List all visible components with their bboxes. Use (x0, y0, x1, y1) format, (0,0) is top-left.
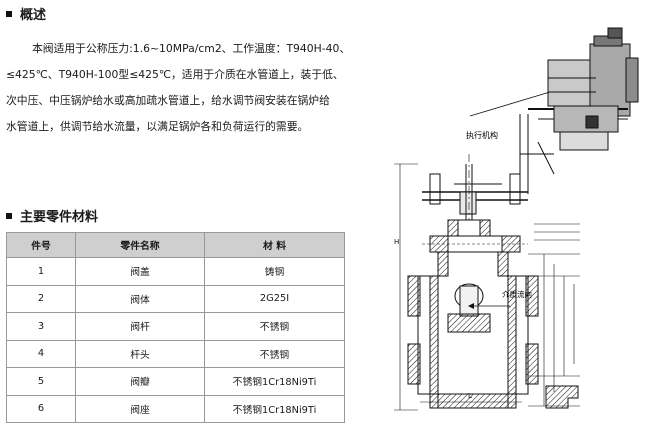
part-name-cell: 阀座 (75, 395, 205, 423)
valve-body (407, 251, 539, 409)
section-heading-overview: 概述 (6, 4, 46, 23)
column-header-part-no: 件号 (6, 232, 76, 258)
actuator-label: 执行机构 (466, 91, 551, 140)
flow-direction-label: 介质流向 (502, 289, 532, 299)
material-cell: 不锈钢 (204, 312, 345, 341)
part-no-cell: 4 (6, 340, 76, 368)
bullet-square-icon (6, 10, 12, 17)
part-name-cell: 阀盖 (75, 257, 205, 286)
part-no-cell: 2 (6, 285, 76, 313)
actuator-label-text: 执行机构 (466, 130, 498, 140)
dimension-lines: H L (394, 163, 580, 411)
flange-detail (534, 223, 580, 409)
part-no-cell: 1 (6, 257, 76, 286)
description-line: ≤425℃、T940H-100型≤425℃，适用于介质在水管道上，装于低、 (6, 68, 344, 81)
actuator-gearbox (589, 43, 631, 117)
dimension-l-label: L (468, 392, 472, 400)
valve-technical-drawing: 执行机构 (394, 27, 639, 411)
part-no-cell: 6 (6, 395, 76, 423)
section-heading-materials: 主要零件材料 (6, 206, 98, 225)
table-row: 5 阀瓣 不锈钢1Cr18Ni9Ti (6, 367, 345, 396)
material-cell: 不锈钢1Cr18Ni9Ti (204, 395, 345, 423)
section-title: 概述 (20, 8, 47, 23)
actuator-motor-body (547, 59, 597, 107)
section-title: 主要零件材料 (20, 210, 99, 225)
table-row: 2 阀体 2G25I (6, 285, 345, 313)
flow-direction: 介质流向 (468, 289, 532, 309)
column-header-material: 材 料 (204, 232, 345, 258)
material-cell: 2G25I (204, 285, 345, 313)
table-row: 4 杆头 不锈钢 (6, 340, 345, 368)
material-cell: 不锈钢1Cr18Ni9Ti (204, 367, 345, 396)
description-paragraph: 本阀适用于公称压力:1.6~10MPa/cm2、工作温度：T940H-40、 ≤… (6, 36, 378, 140)
table-header-row: 件号 零件名称 材 料 (6, 232, 345, 258)
table-row: 3 阀杆 不锈钢 (6, 312, 345, 341)
part-name-cell: 阀杆 (75, 312, 205, 341)
parts-material-table: 件号 零件名称 材 料 1 阀盖 铸钢 2 阀体 2G25I 3 阀杆 不锈钢 … (6, 232, 345, 423)
part-name-cell: 阀体 (75, 285, 205, 313)
valve-bonnet (422, 219, 528, 253)
description-line: 次中压、中压锅炉给水或高加疏水管道上，给水调节阀安装在锅炉给 (6, 94, 330, 107)
part-no-cell: 3 (6, 312, 76, 341)
table-row: 6 阀座 不锈钢1Cr18Ni9Ti (6, 395, 345, 423)
description-line: 水管道上，供调节给水流量，以满足锅炉各和负荷运行的需要。 (6, 120, 309, 133)
description-line: 本阀适用于公称压力:1.6~10MPa/cm2、工作温度：T940H-40、 (32, 42, 351, 55)
part-name-cell: 阀瓣 (75, 367, 205, 396)
actuator (528, 27, 639, 151)
table-row: 1 阀盖 铸钢 (6, 257, 345, 286)
support-bracket (422, 114, 555, 215)
part-name-cell: 杆头 (75, 340, 205, 368)
material-cell: 不锈钢 (204, 340, 345, 368)
part-no-cell: 5 (6, 367, 76, 396)
bullet-square-icon (6, 212, 12, 219)
dimension-h-label: H (394, 238, 399, 246)
material-cell: 铸钢 (204, 257, 345, 286)
column-header-part-name: 零件名称 (75, 232, 205, 258)
